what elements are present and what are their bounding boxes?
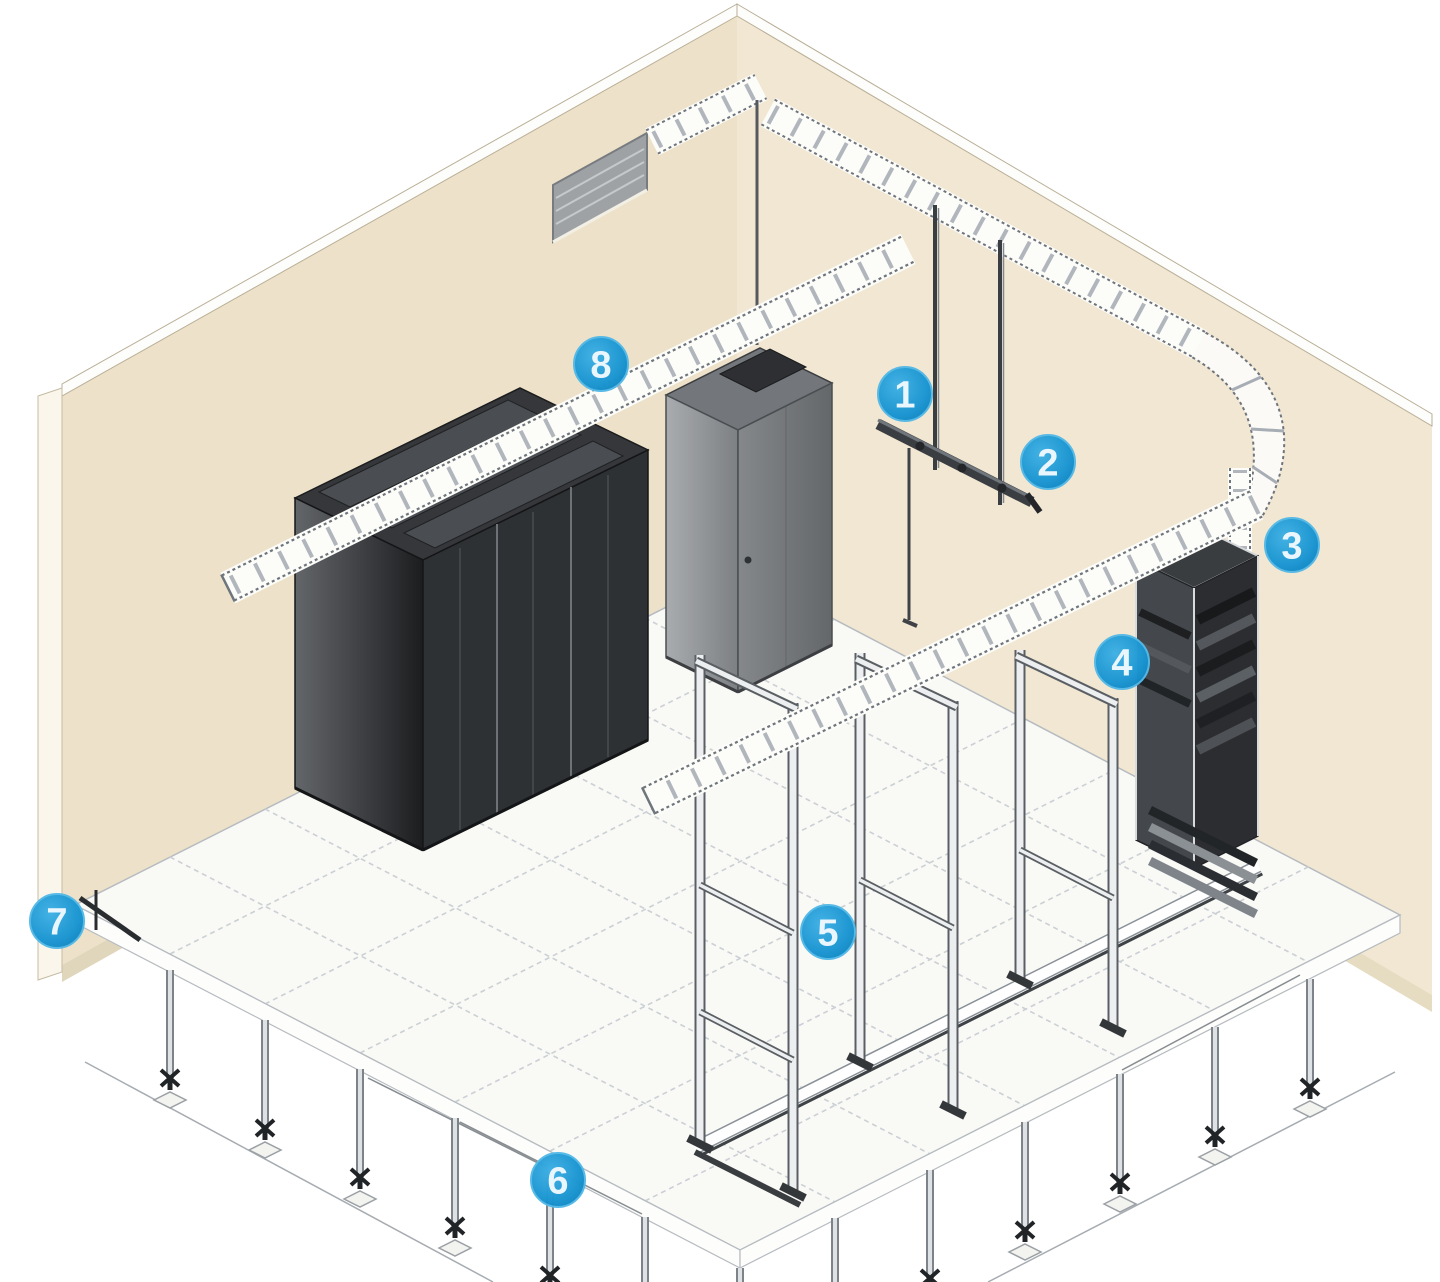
callout-number-6: 6: [547, 1161, 568, 1203]
callouts: 1 2 3 4 5 6 7 8: [29, 336, 1320, 1208]
callout-number-7: 7: [46, 902, 67, 944]
callout-badge-1: 1: [877, 366, 933, 422]
callout-badge-5: 5: [800, 904, 856, 960]
callout-badge-7: 7: [29, 893, 85, 949]
cable-ladder-stub: [645, 73, 768, 156]
callout-badge-8: 8: [573, 336, 629, 392]
overhead-cable-ladder-left-run: [220, 233, 916, 604]
overhead-cable-ladder-front-run: [640, 488, 1264, 817]
power-drop-conduits: [875, 205, 1043, 628]
network-equipment-rack: [1133, 526, 1261, 919]
pedestal-brace: [1121, 974, 1301, 1071]
callout-number-2: 2: [1037, 443, 1058, 485]
callout-number-5: 5: [817, 913, 838, 955]
left-wall-edge: [37, 387, 63, 981]
equipment-cabinet: [664, 347, 834, 694]
right-wall-cap: [736, 3, 1433, 427]
callout-number-1: 1: [894, 375, 915, 417]
callout-badge-4: 4: [1094, 634, 1150, 690]
callout-number-4: 4: [1111, 643, 1132, 685]
callout-badge-2: 2: [1020, 434, 1076, 490]
rack-equipment-units: [1138, 587, 1257, 755]
wall-anchor-bracket: [78, 890, 142, 943]
open-frame-rack: [1006, 650, 1127, 1038]
cable-ladder-bend: [1191, 331, 1286, 517]
callout-number-8: 8: [590, 345, 611, 387]
wall-vent-grille: [552, 131, 648, 244]
callout-badge-6: 6: [530, 1152, 586, 1208]
floor-slab-edge-right: [739, 914, 1401, 1269]
busway-assembly: [875, 418, 1043, 514]
callout-badge-3: 3: [1264, 517, 1320, 573]
rack-bottom-stack: [1147, 805, 1259, 919]
ground-edge-right: [987, 1071, 1396, 1282]
cable-ladder-right-wall-run: [760, 97, 1207, 359]
callout-number-3: 3: [1281, 526, 1302, 568]
open-frame-rack: [686, 655, 807, 1208]
ground-edge-left: [84, 1061, 494, 1282]
